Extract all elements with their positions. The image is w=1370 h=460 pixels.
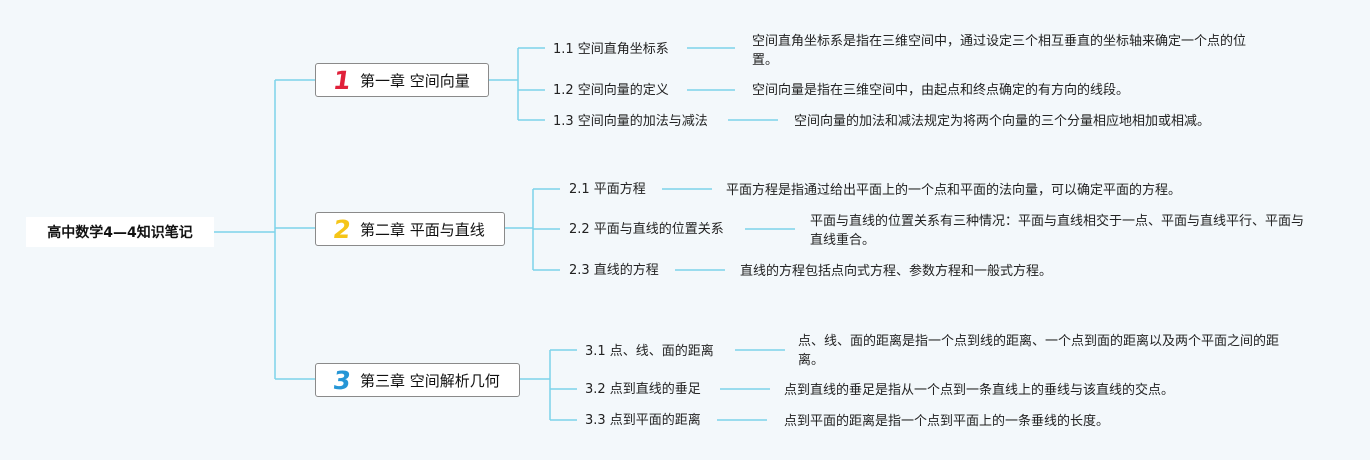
section-1-2-desc: 空间向量是指在三维空间中，由起点和终点确定的有方向的线段。: [752, 83, 1130, 98]
section-1-1[interactable]: 1.1 空间直角坐标系: [553, 42, 669, 57]
chapter-1-node[interactable]: 1 第一章 空间向量: [315, 63, 489, 97]
section-1-3-desc: 空间向量的加法和减法规定为将两个向量的三个分量相应地相加或相减。: [794, 114, 1211, 129]
section-3-2[interactable]: 3.2 点到直线的垂足: [585, 382, 701, 397]
section-1-3[interactable]: 1.3 空间向量的加法与减法: [553, 114, 708, 129]
section-3-3-desc: 点到平面的距离是指一个点到平面上的一条垂线的长度。: [784, 414, 1110, 429]
section-2-2[interactable]: 2.2 平面与直线的位置关系: [569, 222, 724, 237]
chapter-1-title: 第一章 空间向量: [360, 71, 470, 90]
chapter-1-number-icon: 1: [331, 65, 353, 95]
chapter-2-title: 第二章 平面与直线: [360, 220, 485, 239]
section-2-1[interactable]: 2.1 平面方程: [569, 182, 646, 197]
root-topic[interactable]: 高中数学4—4知识笔记: [26, 217, 214, 247]
section-3-2-desc: 点到直线的垂足是指从一个点到一条直线上的垂线与该直线的交点。: [784, 383, 1175, 398]
chapter-3-node[interactable]: 3 第三章 空间解析几何: [315, 363, 520, 397]
section-1-1-desc: 空间直角坐标系是指在三维空间中，通过设定三个相互垂直的坐标轴来确定一个点的位置。: [752, 34, 1247, 68]
section-2-2-desc: 平面与直线的位置关系有三种情况：平面与直线相交于一点、平面与直线平行、平面与直线…: [810, 214, 1305, 248]
section-2-3-desc: 直线的方程包括点向式方程、参数方程和一般式方程。: [740, 264, 1053, 279]
section-3-1-desc: 点、线、面的距离是指一个点到线的距离、一个点到面的距离以及两个平面之间的距离。: [798, 334, 1280, 368]
section-2-3[interactable]: 2.3 直线的方程: [569, 263, 659, 278]
section-2-1-desc: 平面方程是指通过给出平面上的一个点和平面的法向量，可以确定平面的方程。: [726, 183, 1182, 198]
chapter-2-number-icon: 2: [331, 214, 353, 244]
section-3-1[interactable]: 3.1 点、线、面的距离: [585, 344, 714, 359]
chapter-3-number-icon: 3: [331, 365, 353, 395]
chapter-3-title: 第三章 空间解析几何: [360, 371, 500, 390]
section-1-2[interactable]: 1.2 空间向量的定义: [553, 83, 669, 98]
root-topic-title: 高中数学4—4知识笔记: [47, 225, 193, 241]
chapter-2-node[interactable]: 2 第二章 平面与直线: [315, 212, 505, 246]
section-3-3[interactable]: 3.3 点到平面的距离: [585, 413, 701, 428]
